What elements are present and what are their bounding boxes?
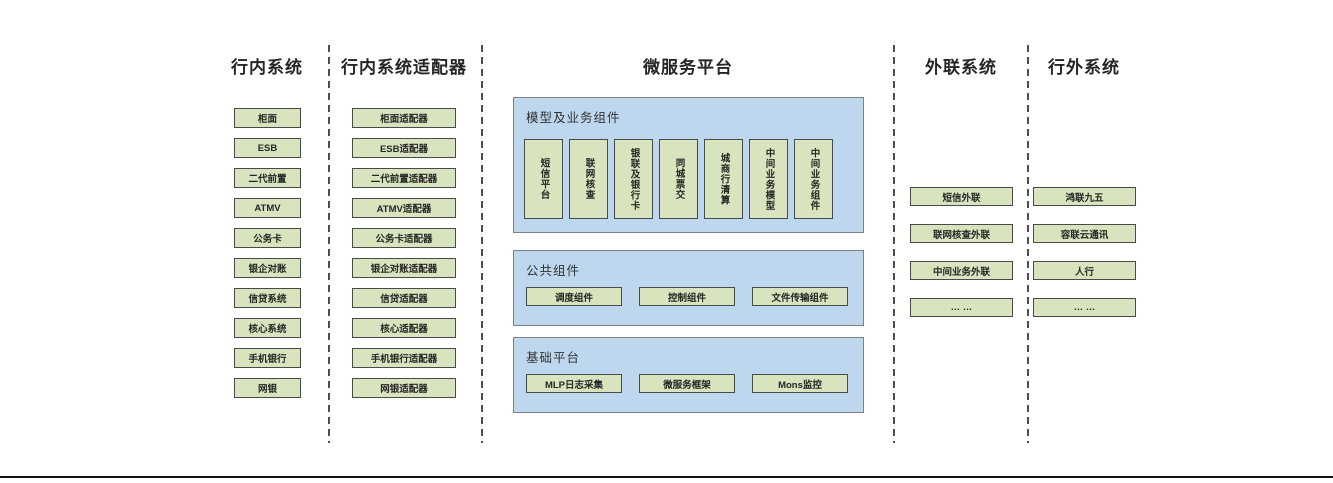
adapter-box: 公务卡适配器 — [352, 228, 456, 248]
internal-adapters-list: 柜面适配器 ESB适配器 二代前置适配器 ATMV适配器 公务卡适配器 银企对账… — [352, 108, 456, 408]
business-component-box: 同城票交 — [659, 139, 698, 219]
business-component-box: 联网核查 — [569, 139, 608, 219]
external-link-box: 中间业务外联 — [910, 261, 1013, 280]
common-component-box: 控制组件 — [639, 287, 735, 306]
column-divider-2 — [481, 45, 483, 443]
internal-system-box: 信贷系统 — [234, 288, 301, 308]
common-components-row: 调度组件 控制组件 文件传输组件 — [526, 287, 848, 306]
adapter-box: 二代前置适配器 — [352, 168, 456, 188]
panel-base-platform: 基础平台 MLP日志采集 微服务框架 Mons监控 — [513, 337, 864, 413]
external-link-box: … … — [910, 298, 1013, 317]
internal-system-box: 二代前置 — [234, 168, 301, 188]
business-component-box: 银联及银行卡 — [614, 139, 653, 219]
outside-system-box: 容联云通讯 — [1033, 224, 1136, 243]
adapter-box: 核心适配器 — [352, 318, 456, 338]
adapter-box: 信贷适配器 — [352, 288, 456, 308]
column-header-external-link-systems: 外联系统 — [925, 58, 997, 77]
outside-system-box: 人行 — [1033, 261, 1136, 280]
internal-system-box: 核心系统 — [234, 318, 301, 338]
panel-common-components: 公共组件 调度组件 控制组件 文件传输组件 — [513, 250, 864, 326]
business-component-box: 中间业务模型 — [749, 139, 788, 219]
external-link-systems-list: 短信外联 联网核查外联 中间业务外联 … … — [910, 187, 1013, 335]
internal-system-box: 银企对账 — [234, 258, 301, 278]
business-component-box: 短信平台 — [524, 139, 563, 219]
internal-systems-list: 柜面 ESB 二代前置 ATMV 公务卡 银企对账 信贷系统 核心系统 手机银行… — [234, 108, 301, 408]
external-link-box: 联网核查外联 — [910, 224, 1013, 243]
column-header-outside-systems: 行外系统 — [1048, 58, 1120, 77]
common-component-box: 文件传输组件 — [752, 287, 848, 306]
column-divider-1 — [328, 45, 330, 443]
outside-systems-list: 鸿联九五 容联云通讯 人行 … … — [1033, 187, 1136, 335]
internal-system-box: ATMV — [234, 198, 301, 218]
adapter-box: 手机银行适配器 — [352, 348, 456, 368]
panel-title: 公共组件 — [526, 264, 581, 278]
business-component-box: 城商行清算 — [704, 139, 743, 219]
adapter-box: 网银适配器 — [352, 378, 456, 398]
common-component-box: 调度组件 — [526, 287, 622, 306]
external-link-box: 短信外联 — [910, 187, 1013, 206]
internal-system-box: 公务卡 — [234, 228, 301, 248]
column-header-internal-adapters: 行内系统适配器 — [341, 58, 467, 77]
base-platform-row: MLP日志采集 微服务框架 Mons监控 — [526, 374, 848, 393]
adapter-box: 柜面适配器 — [352, 108, 456, 128]
adapter-box: ATMV适配器 — [352, 198, 456, 218]
internal-system-box: 手机银行 — [234, 348, 301, 368]
platform-component-box: Mons监控 — [752, 374, 848, 393]
internal-system-box: ESB — [234, 138, 301, 158]
platform-component-box: MLP日志采集 — [526, 374, 622, 393]
panel-model-business-components: 模型及业务组件 短信平台 联网核查 银联及银行卡 同城票交 城商行清算 中间业务… — [513, 97, 864, 233]
business-component-box: 中间业务组件 — [794, 139, 833, 219]
business-components-row: 短信平台 联网核查 银联及银行卡 同城票交 城商行清算 中间业务模型 中间业务组… — [524, 139, 833, 219]
platform-component-box: 微服务框架 — [639, 374, 735, 393]
column-header-internal-systems: 行内系统 — [231, 58, 303, 77]
internal-system-box: 柜面 — [234, 108, 301, 128]
outside-system-box: 鸿联九五 — [1033, 187, 1136, 206]
column-divider-3 — [893, 45, 895, 443]
panel-title: 模型及业务组件 — [526, 111, 621, 125]
panel-title: 基础平台 — [526, 351, 581, 365]
adapter-box: ESB适配器 — [352, 138, 456, 158]
bottom-divider-line — [0, 476, 1333, 478]
column-header-microservice-platform: 微服务平台 — [643, 58, 733, 77]
internal-system-box: 网银 — [234, 378, 301, 398]
outside-system-box: … … — [1033, 298, 1136, 317]
column-divider-4 — [1027, 45, 1029, 443]
adapter-box: 银企对账适配器 — [352, 258, 456, 278]
